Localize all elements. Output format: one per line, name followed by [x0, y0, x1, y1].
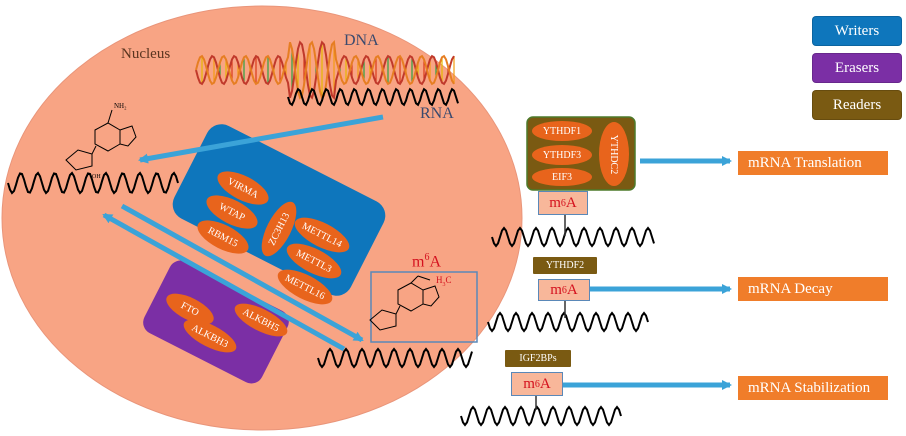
dna-label: DNA: [344, 32, 379, 49]
rna-strand-left: [7, 171, 179, 195]
methyl-label: H3C: [436, 275, 452, 288]
reader-igf2bps: IGF2BPs: [505, 350, 571, 367]
rna-strand-top: [287, 87, 459, 107]
reader-ythdf3: YTHDF3: [532, 145, 592, 165]
rna-strand-reader-3: [460, 405, 622, 427]
adenosine-structure-left: NH₂ OH: [65, 102, 137, 180]
arrow-writer: [120, 203, 364, 343]
arrow-rna-to-left: [138, 114, 384, 164]
dna-strand-a: [195, 40, 455, 100]
svg-text:NH₂: NH₂: [114, 102, 127, 110]
erasers-complex: [143, 260, 289, 384]
rna-label: RNA: [420, 105, 454, 122]
outcome-stabilization: mRNA Stabilization: [738, 376, 888, 400]
reader-ythdf1: YTHDF1: [532, 121, 592, 141]
nucleus-label: Nucleus: [121, 46, 171, 62]
legend-readers: Readers: [812, 90, 902, 120]
m6a-structure-box: [370, 271, 478, 343]
reader-ythdc2-label: YTHDC2: [608, 134, 620, 174]
m6a-structure: [369, 275, 440, 331]
reader-eif3: EIF3: [532, 168, 592, 186]
rna-strand-bottom: [317, 347, 473, 369]
reader-ythdf2: YTHDF2: [533, 257, 597, 274]
reader-ythdc2: YTHDC2: [599, 122, 629, 186]
outcome-translation: mRNA Translation: [738, 151, 888, 175]
legend-writers: Writers: [812, 16, 902, 46]
rna-strand-reader-2: [487, 311, 649, 333]
rna-strand-reader-1: [491, 226, 655, 248]
legend-erasers: Erasers: [812, 53, 902, 83]
outcome-decay: mRNA Decay: [738, 277, 888, 301]
svg-text:OH: OH: [92, 174, 101, 180]
m6a-main-label: m6A: [412, 252, 442, 271]
arrow-eraser: [102, 212, 346, 352]
